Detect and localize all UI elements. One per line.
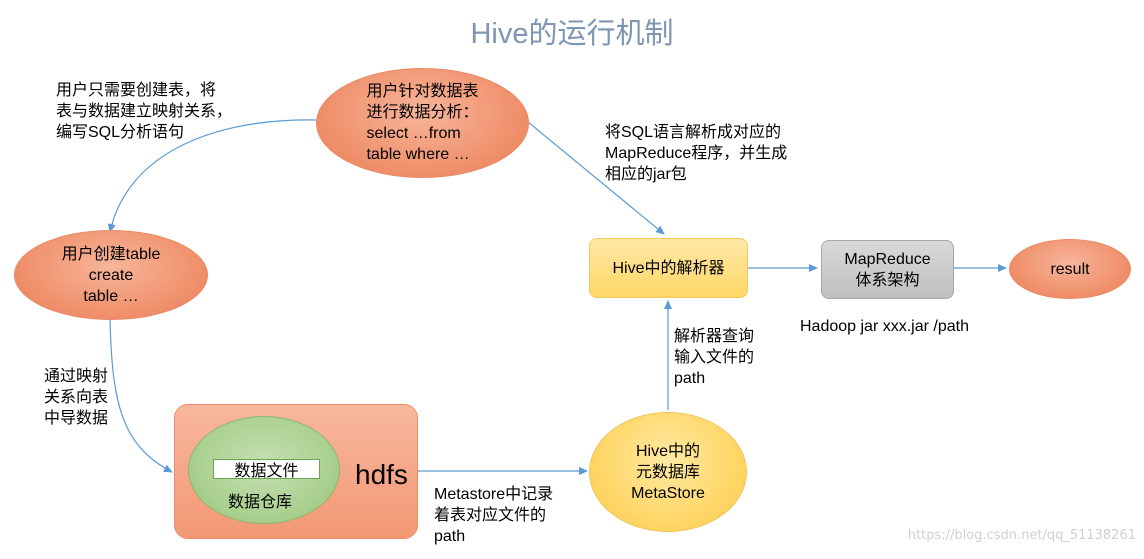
node-line: 元数据库 xyxy=(635,463,700,481)
node-line: 用户创建table xyxy=(61,245,161,263)
arrow-create-to-hdfs xyxy=(109,317,173,473)
note-line: Metastore中记录 xyxy=(434,486,554,503)
node-result: result xyxy=(1009,239,1131,299)
data-warehouse-label: 数据仓库 xyxy=(228,494,293,511)
node-mapreduce: MapReduce 体系架构 xyxy=(821,240,954,299)
note-line: path xyxy=(674,370,706,387)
note-line: 表与数据建立映射关系， xyxy=(56,103,233,120)
note-line: path xyxy=(434,528,466,545)
note-line: MapReduce程序，并生成 xyxy=(605,145,788,162)
node-user-analysis: 用户针对数据表 进行数据分析： select …from table where… xyxy=(316,68,529,178)
note-line: 解析器查询 xyxy=(674,328,755,345)
note-user-create-table: 用户只需要创建表，将 表与数据建立映射关系， 编写SQL分析语句 xyxy=(56,80,232,143)
note-line: 输入文件的 xyxy=(674,349,755,366)
note-line: 着表对应文件的 xyxy=(434,507,547,524)
arrow-analysis-to-parser xyxy=(527,121,665,235)
node-line: 进行数据分析： xyxy=(366,104,479,121)
node-line: create xyxy=(88,266,134,284)
arrow-analysis-to-create xyxy=(107,119,317,233)
node-hive-parser: Hive中的解析器 xyxy=(589,238,748,298)
note-line: 将SQL语言解析成对应的 xyxy=(605,124,782,141)
node-line: table … xyxy=(83,287,139,305)
note-hadoop-command: Hadoop jar xxx.jar /path xyxy=(800,318,969,335)
node-user-create-table: 用户创建table create table … xyxy=(14,230,208,320)
note-line: 用户只需要创建表，将 xyxy=(56,82,217,99)
node-metastore: Hive中的 元数据库 MetaStore xyxy=(589,412,747,532)
node-data-file: 数据文件 xyxy=(213,459,320,480)
hdfs-label: hdfs xyxy=(355,459,408,490)
node-line: Hive中的 xyxy=(635,442,700,460)
node-line: select …from xyxy=(366,125,461,142)
node-line: table where … xyxy=(366,146,470,163)
note-line: 关系向表 xyxy=(44,389,109,406)
note-parse-sql: 将SQL语言解析成对应的 MapReduce程序，并生成 相应的jar包 xyxy=(605,122,787,185)
node-line: MetaStore xyxy=(631,484,705,502)
note-parser-query: 解析器查询 输入文件的 path xyxy=(674,326,754,389)
note-map-to-table: 通过映射 关系向表 中导数据 xyxy=(44,366,108,429)
node-line: 用户针对数据表 xyxy=(366,83,479,100)
node-line: MapReduce xyxy=(844,250,931,268)
diagram-title: Hive的运行机制 xyxy=(470,18,674,50)
note-line: 通过映射 xyxy=(44,368,109,385)
watermark-url: https://blog.csdn.net/qq_51138261 xyxy=(907,528,1136,543)
note-metastore-record: Metastore中记录 着表对应文件的 path xyxy=(434,484,553,547)
note-line: 中导数据 xyxy=(44,410,109,427)
note-line: 编写SQL分析语句 xyxy=(56,124,185,141)
node-line: 体系架构 xyxy=(855,271,920,289)
note-line: 相应的jar包 xyxy=(605,166,687,183)
